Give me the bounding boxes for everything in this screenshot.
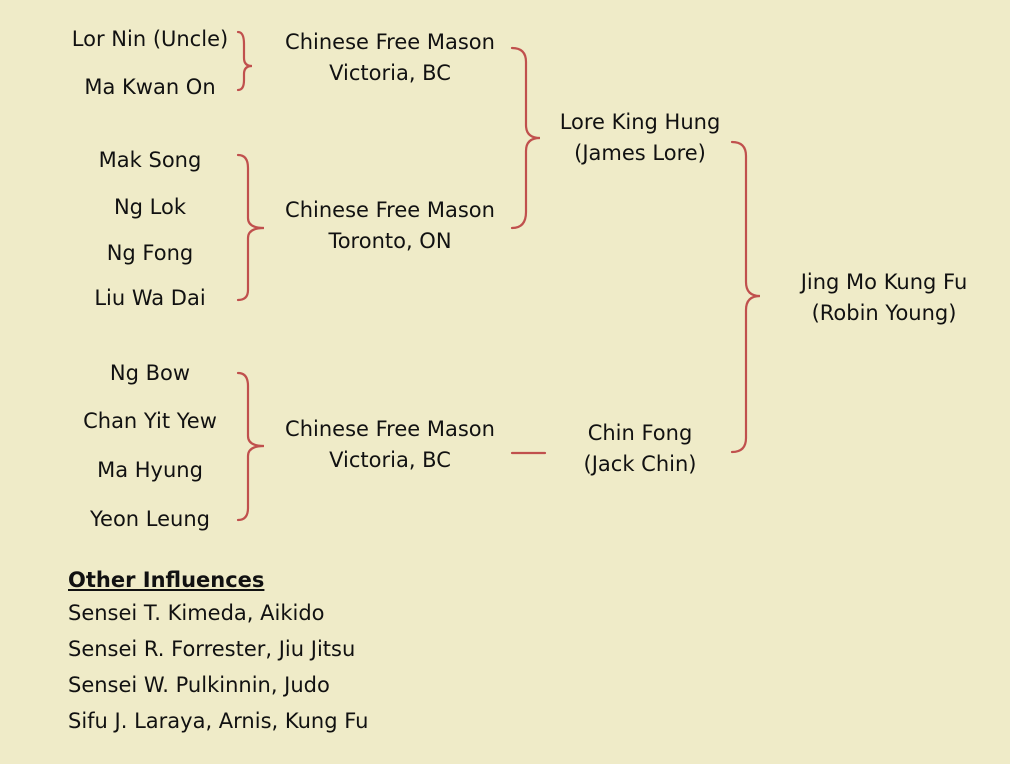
member-liu-wa-dai: Liu Wa Dai (94, 286, 206, 310)
influences-title: Other Influences (68, 568, 265, 592)
bracket-teachers-to-jingmo (730, 140, 761, 454)
teacher-name: Chin Fong (587, 421, 693, 445)
member-lor-nin: Lor Nin (Uncle) (71, 27, 229, 51)
member-yeon-leung: Yeon Leung (90, 507, 210, 531)
member-chan-yit-yew: Chan Yit Yew (83, 409, 217, 433)
influence-item: Sensei W. Pulkinnin, Judo (68, 673, 330, 697)
bracket-masons-to-lore (510, 46, 541, 230)
teacher-chin-fong: Chin Fong (Jack Chin) (540, 418, 740, 480)
org-location: Victoria, BC (329, 448, 451, 472)
final-person: (Robin Young) (811, 301, 957, 325)
member-ma-hyung: Ma Hyung (97, 458, 203, 482)
teacher-name: Lore King Hung (559, 110, 721, 134)
org-location: Victoria, BC (329, 61, 451, 85)
bracket-group-1 (236, 30, 253, 92)
org-name: Chinese Free Mason (285, 417, 495, 441)
bracket-group-2 (236, 153, 265, 302)
org-name: Chinese Free Mason (285, 30, 495, 54)
org-victoria-1: Chinese Free Mason Victoria, BC (260, 27, 520, 89)
bracket-group-3 (236, 371, 265, 522)
influence-item: Sensei R. Forrester, Jiu Jitsu (68, 637, 356, 661)
member-ng-fong: Ng Fong (106, 241, 194, 265)
final-name: Jing Mo Kung Fu (800, 270, 968, 294)
member-ma-kwan-on: Ma Kwan On (84, 75, 216, 99)
teacher-english-name: (James Lore) (574, 141, 706, 165)
member-ng-bow: Ng Bow (109, 361, 191, 385)
org-victoria-2: Chinese Free Mason Victoria, BC (260, 414, 520, 476)
org-location: Toronto, ON (328, 229, 452, 253)
member-ng-lok: Ng Lok (113, 195, 187, 219)
influence-item: Sensei T. Kimeda, Aikido (68, 601, 325, 625)
org-toronto: Chinese Free Mason Toronto, ON (260, 195, 520, 257)
teacher-lore-king-hung: Lore King Hung (James Lore) (540, 107, 740, 169)
teacher-english-name: (Jack Chin) (583, 452, 697, 476)
member-mak-song: Mak Song (98, 148, 202, 172)
org-name: Chinese Free Mason (285, 198, 495, 222)
final-jing-mo-kung-fu: Jing Mo Kung Fu (Robin Young) (774, 267, 994, 329)
influence-item: Sifu J. Laraya, Arnis, Kung Fu (68, 709, 369, 733)
